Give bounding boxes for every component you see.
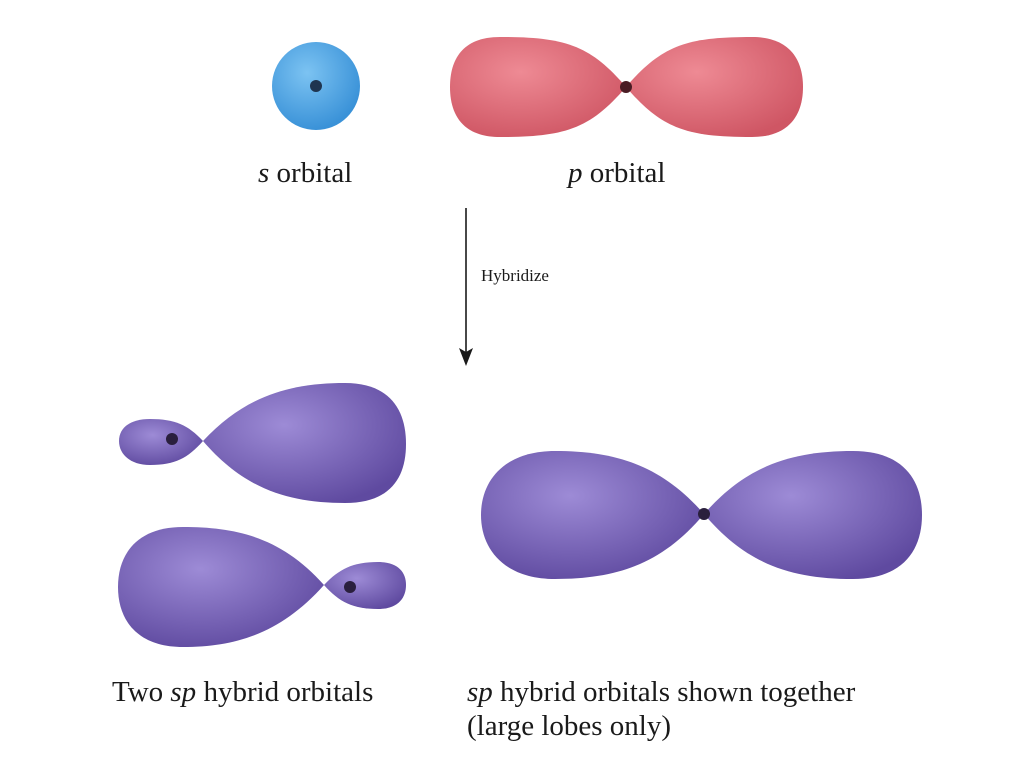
p-orbital-label-italic: p (568, 157, 583, 189)
nucleus-dot (698, 508, 710, 520)
s-orbital-label-italic: s (258, 157, 270, 189)
sp-hybrid-orbitals-together (481, 451, 922, 579)
large-lobe (118, 527, 324, 647)
nucleus-dot (344, 581, 356, 593)
hybridize-arrow (459, 208, 473, 366)
large-lobe (203, 383, 406, 503)
sp-together-label-line2: (large lobes only) (467, 710, 672, 742)
sp-together-label-rest: hybrid orbitals shown together (492, 676, 856, 708)
sp-hybrid-orbital-1 (119, 383, 406, 503)
sp-hybrid-orbital-2 (118, 527, 406, 647)
p-orbital-label: p orbital (568, 156, 665, 190)
small-lobe (119, 419, 203, 465)
s-orbital-label-rest: orbital (269, 157, 353, 189)
sp-together-label-italic: sp (467, 676, 493, 708)
left-large-lobe (481, 451, 704, 579)
sp-together-label: sp hybrid orbitals shown together (467, 675, 855, 709)
two-sp-label-pre: Two (112, 676, 171, 708)
p-orbital (450, 37, 803, 137)
two-sp-hybrid-orbitals-label: Two sp hybrid orbitals (112, 675, 373, 709)
right-large-lobe (704, 451, 922, 579)
arrow-head (459, 348, 473, 366)
p-orbital-right-lobe (626, 37, 803, 137)
small-lobe (324, 562, 406, 609)
two-sp-label-rest: hybrid orbitals (196, 676, 374, 708)
hybridize-label: Hybridize (481, 266, 549, 285)
nucleus-dot (310, 80, 322, 92)
nucleus-dot (166, 433, 178, 445)
p-orbital-left-lobe (450, 37, 626, 137)
p-orbital-label-rest: orbital (582, 157, 666, 189)
s-orbital (272, 42, 360, 130)
nucleus-dot (620, 81, 632, 93)
s-orbital-label: s orbital (258, 156, 352, 190)
two-sp-label-italic: sp (170, 676, 197, 708)
